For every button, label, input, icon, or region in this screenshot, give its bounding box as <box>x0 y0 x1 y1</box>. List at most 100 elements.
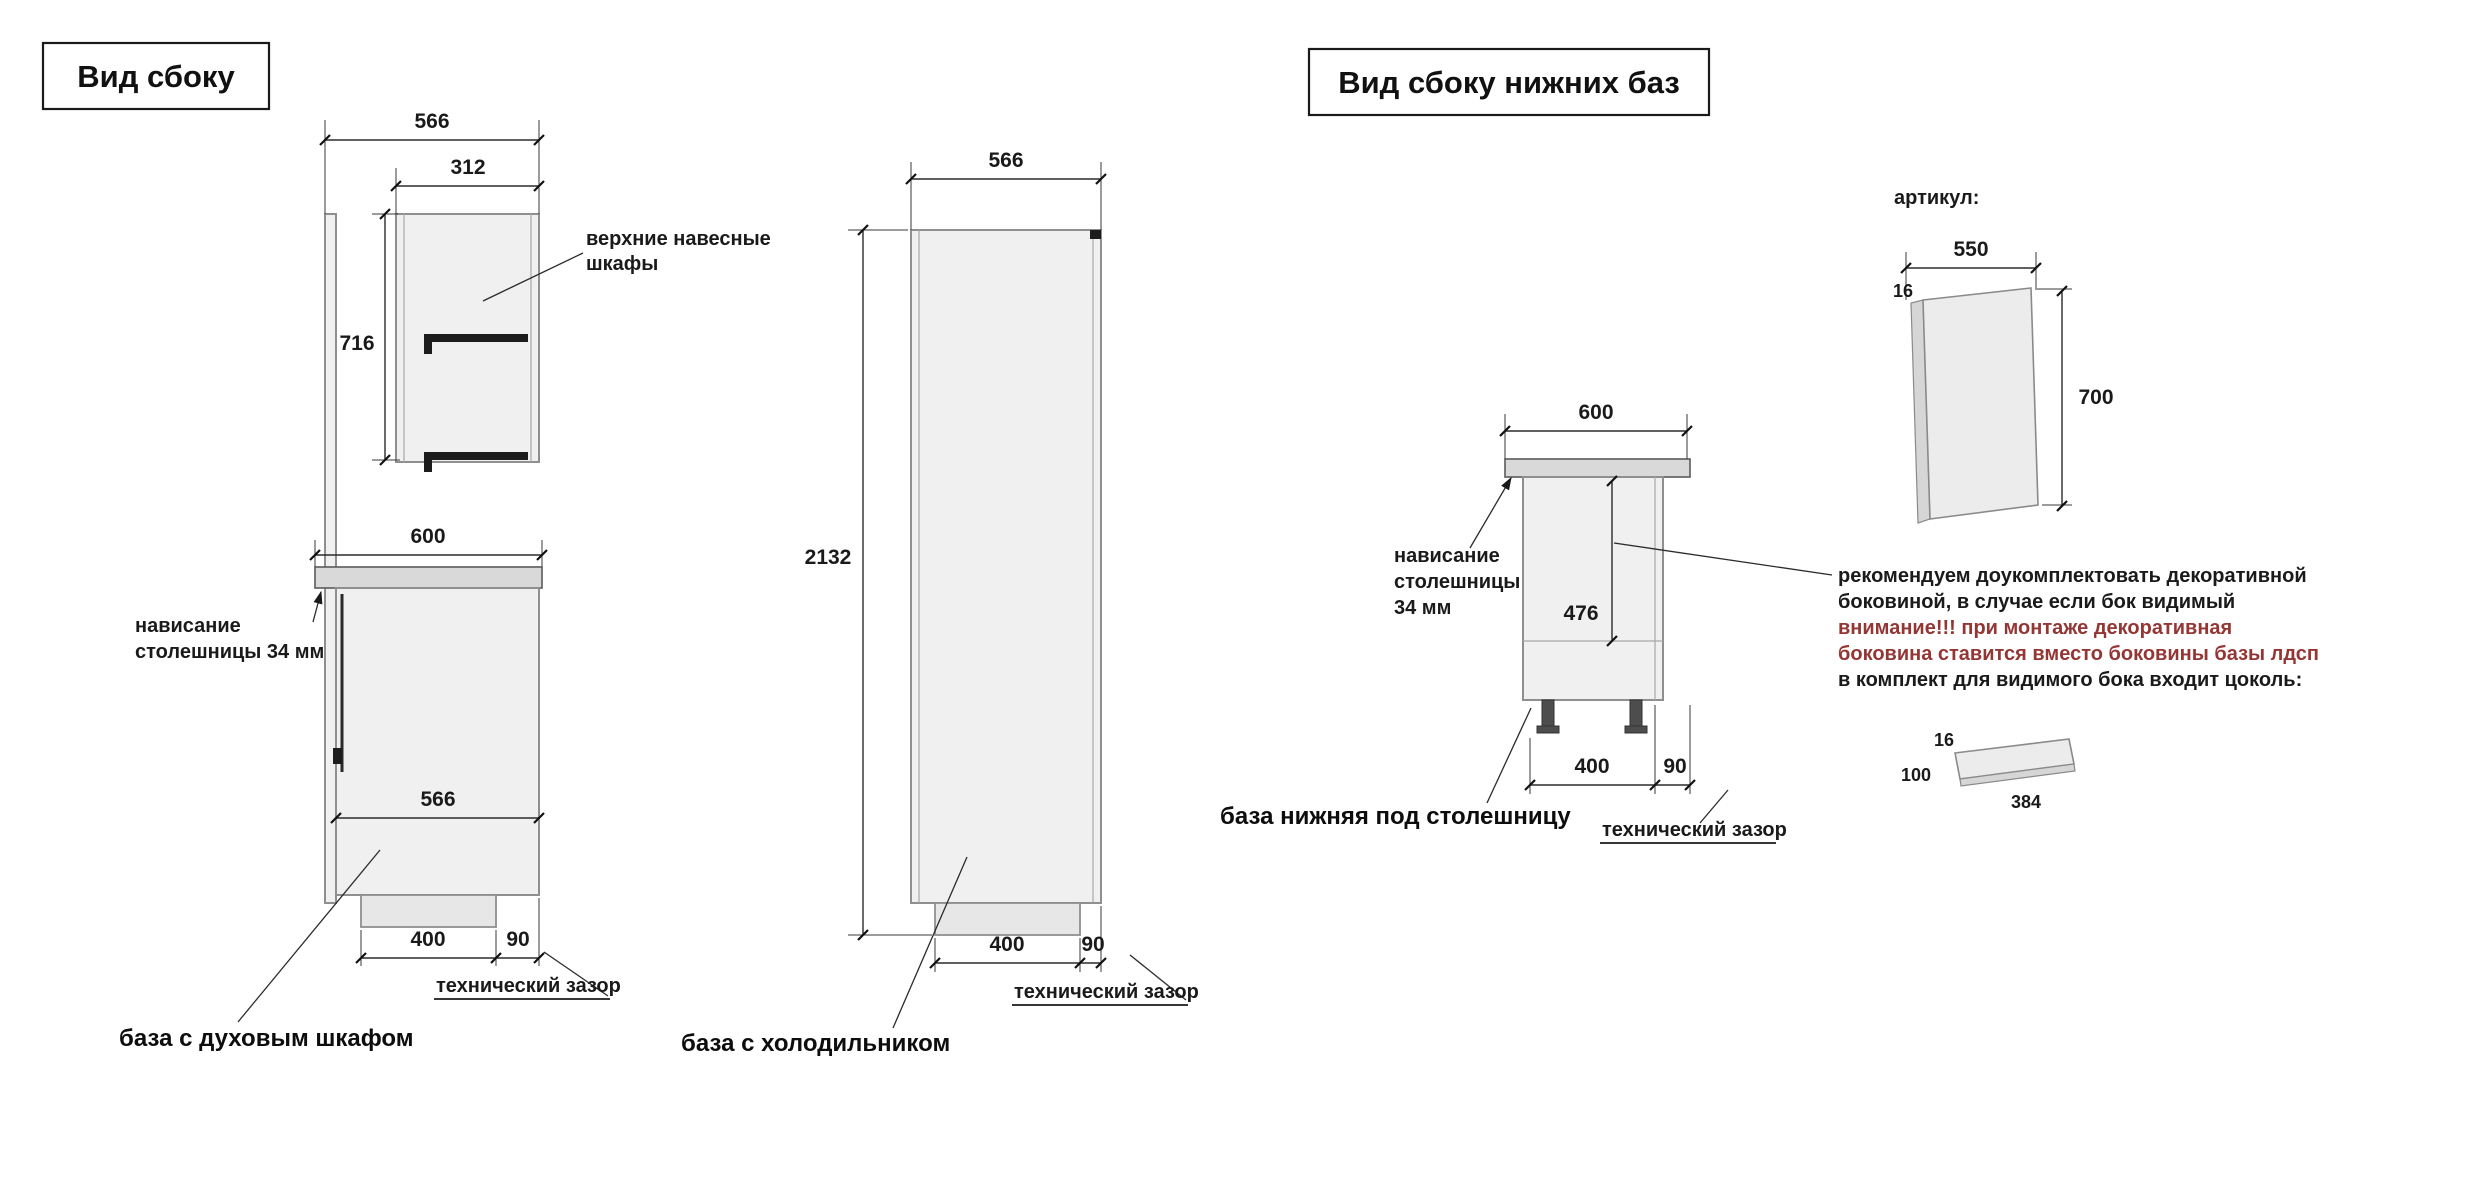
dim-tick <box>355 952 367 964</box>
dim-tick <box>905 173 917 185</box>
plinth-height-text: 100 <box>1901 765 1931 785</box>
dim-lower-base-plinth-and-gap: 400 90 <box>1524 705 1696 794</box>
fridge-unit-body <box>910 229 1102 904</box>
oven-name-leader <box>237 849 381 1023</box>
dim-oven-depth-total: 566 <box>319 110 545 214</box>
oven-unit-name: база с духовым шкафом <box>119 849 414 1052</box>
dim-counter-depth-text: 600 <box>410 525 445 548</box>
oven-base-body <box>335 587 540 896</box>
dim-tick <box>533 812 545 824</box>
oven-tech-gap-callout: технический зазор <box>434 951 621 1000</box>
dim-tick <box>533 180 545 192</box>
dim-lower-base-gap-text: 90 <box>1663 755 1686 778</box>
dim-tick <box>379 208 391 220</box>
wall-cabinet-shelf-hook-1 <box>424 342 432 354</box>
fridge-unit-plinth <box>934 902 1081 936</box>
fridge-unit-drawing: 566 2132 400 90 технический зазор <box>681 149 1199 1057</box>
tech-gap-leader <box>1129 954 1187 1001</box>
dim-lower-base-depth-text: 600 <box>1578 401 1613 424</box>
dim-tick <box>490 952 502 964</box>
dim-wall-cabinet-height: 716 <box>339 208 400 466</box>
wall-cabinets-label-line2: шкафы <box>586 253 658 275</box>
dim-tick <box>2056 500 2068 512</box>
oven-overhang-label-line2: столешницы 34 мм <box>135 641 324 663</box>
note-line-1: рекомендуем доукомплектовать декоративно… <box>1838 565 2307 587</box>
dim-tick <box>309 549 321 561</box>
oven-handle-mark <box>333 748 342 764</box>
dim-fridge-height-text: 2132 <box>805 546 852 569</box>
dim-tick <box>1095 957 1107 969</box>
wall-cabinet-shelf-mark-2 <box>424 452 528 460</box>
dim-wall-cabinet-depth: 312 <box>390 156 545 214</box>
lower-overhang-label-line1: нависание <box>1394 545 1500 567</box>
lower-base-leg-front <box>1541 699 1555 727</box>
decor-panel-front-face <box>1922 287 2039 520</box>
wall-cabinets-leader-line <box>482 252 584 302</box>
dim-oven-gap-text: 90 <box>506 928 529 951</box>
dim-tick <box>1681 425 1693 437</box>
lower-base-name: база нижняя под столешницу <box>1220 707 1571 830</box>
dim-fridge-height: 2132 <box>805 224 932 941</box>
wall-cabinets-label-line1: верхние навесные <box>586 228 771 250</box>
dim-tick <box>1524 779 1536 791</box>
dim-tick <box>2030 262 2042 274</box>
decor-panel-area: артикул: 550 16 700 рекомендуем доукомпл… <box>1613 187 2319 812</box>
dim-tick <box>1606 475 1618 487</box>
dim-tick <box>1684 779 1696 791</box>
title-side-view: Вид сбоку <box>41 41 271 111</box>
dim-oven-base-depth-text: 566 <box>420 788 455 811</box>
title-lower-bases: Вид сбоку нижних баз <box>1307 47 1711 117</box>
dim-panel-width-text: 550 <box>1953 238 1988 261</box>
lower-base-foot-back <box>1624 725 1648 734</box>
dim-tick <box>319 134 331 146</box>
visible-side-plinth-bottom-edge <box>1959 763 2076 787</box>
dim-lower-base-inner-height: 476 <box>1563 475 1618 647</box>
dim-fridge-gap-text: 90 <box>1081 933 1104 956</box>
dim-tick <box>1900 262 1912 274</box>
note-line-3-warning: внимание!!! при монтаже декоративная <box>1838 617 2232 639</box>
lower-base-overhang-callout: нависание столешницы 34 мм <box>1394 476 1520 619</box>
overhang-arrow-line <box>1469 476 1512 549</box>
oven-overhang-label-line1: нависание <box>135 615 241 637</box>
oven-unit-countertop <box>314 566 543 589</box>
fridge-unit-name: база с холодильником <box>681 856 968 1057</box>
dim-tick <box>1095 173 1107 185</box>
dim-oven-plinth-and-gap: 400 90 <box>355 898 545 966</box>
dim-fridge-plinth-text: 400 <box>989 933 1024 956</box>
dim-fridge-plinth-and-gap: 400 90 <box>929 906 1107 972</box>
decor-panel-note-leader <box>1613 542 1833 576</box>
wall-cabinet-shelf-hook-2 <box>424 460 432 472</box>
title-lower-bases-box <box>1307 47 1711 117</box>
dim-oven-plinth-text: 400 <box>410 928 445 951</box>
dim-tick <box>857 224 869 236</box>
dim-tick <box>330 812 342 824</box>
dim-fridge-depth-text: 566 <box>988 149 1023 172</box>
dim-wall-cabinet-depth-text: 312 <box>450 156 485 179</box>
lower-overhang-label-line3: 34 мм <box>1394 597 1451 619</box>
note-line-2: боковиной, в случае если бок видимый <box>1838 591 2235 613</box>
wall-cabinets-callout: верхние навесные шкафы <box>482 228 771 302</box>
dim-tick <box>857 929 869 941</box>
oven-tech-gap-text: технический зазор <box>436 975 621 997</box>
dim-panel-height: 700 <box>2035 285 2114 512</box>
oven-unit-tall-panel <box>324 213 337 904</box>
lower-base-drawing: 600 476 нависание столешницы 34 мм 400 9… <box>1220 401 1787 844</box>
title-lower-bases-text: Вид сбоку нижних баз <box>1338 65 1680 100</box>
lower-base-countertop <box>1504 458 1691 478</box>
title-side-view-text: Вид сбоку <box>77 59 235 94</box>
oven-overhang-callout: нависание столешницы 34 мм <box>135 590 324 663</box>
dim-panel-width: 550 <box>1900 238 2042 300</box>
overhang-arrow-line <box>312 590 323 623</box>
lower-base-body <box>1522 476 1664 701</box>
dim-tick <box>1606 635 1618 647</box>
dim-tick <box>390 180 402 192</box>
dim-oven-depth-total-text: 566 <box>414 110 449 133</box>
fridge-tech-gap-callout: технический зазор <box>1012 954 1199 1006</box>
lower-base-tech-gap-text: технический зазор <box>1602 819 1787 841</box>
dim-oven-base-depth: 566 <box>330 788 545 824</box>
dim-fridge-depth: 566 <box>905 149 1107 230</box>
dim-tick <box>2056 285 2068 297</box>
dim-counter-depth: 600 <box>309 525 548 567</box>
